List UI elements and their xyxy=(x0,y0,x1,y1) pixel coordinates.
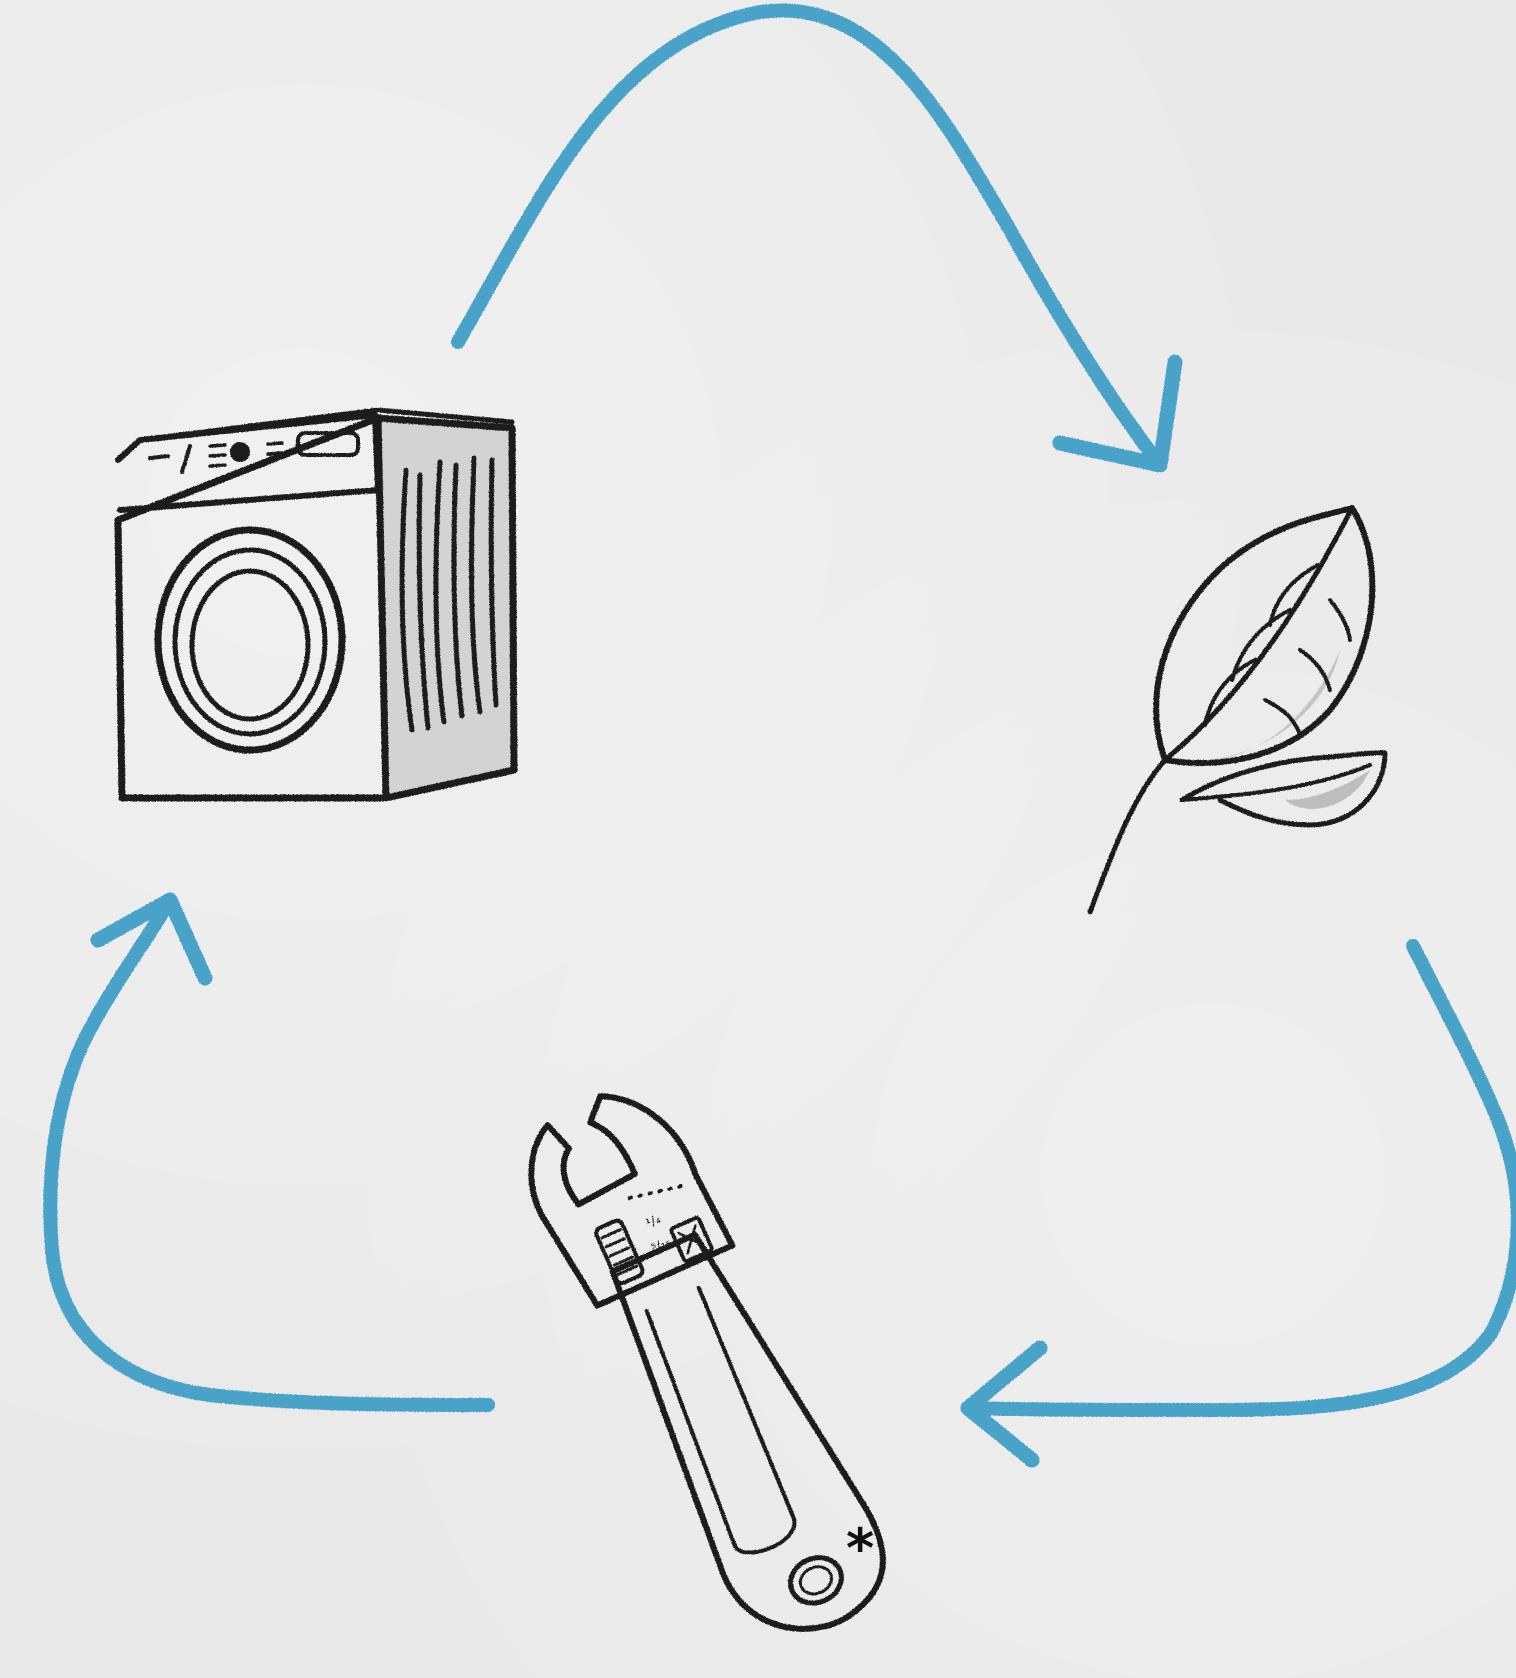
washer-knob xyxy=(230,442,250,462)
washer-panel-dash xyxy=(150,456,168,458)
washer-panel-slash xyxy=(182,446,190,472)
washer-front-face xyxy=(118,418,386,798)
wrench-scale-dots xyxy=(629,1177,681,1207)
wrench-end-hole-inner xyxy=(796,1562,836,1599)
leaf-main-outline xyxy=(1156,508,1372,763)
washer-door-glass xyxy=(192,571,308,719)
wrench-mark-2: ⁵/₁₆ xyxy=(649,1235,673,1257)
washing-machine-icon xyxy=(118,410,514,798)
wrench-handle xyxy=(592,1216,904,1657)
leaf-icon xyxy=(1090,508,1385,912)
arrow-machine-to-leaf xyxy=(458,10,1175,465)
small-leaf-shading xyxy=(1285,770,1370,809)
arrow-wrench-to-machine-shaft xyxy=(50,900,488,1405)
arrow-wrench-to-machine xyxy=(50,900,488,1405)
washer-door-ring xyxy=(175,550,325,734)
washer-control-band xyxy=(118,415,378,510)
wrench-end-hole xyxy=(783,1550,848,1611)
arrow-leaf-to-wrench xyxy=(968,946,1516,1460)
wrench-head xyxy=(507,1072,732,1312)
wrench-icon: ¹/₄ ⁵/₁₆ xyxy=(507,1065,904,1664)
footnote-marker: * xyxy=(846,1522,874,1576)
arrow-machine-to-leaf-shaft xyxy=(458,10,1160,465)
arrow-leaf-to-wrench-shaft xyxy=(968,946,1516,1410)
wrench-handle-channel xyxy=(633,1288,807,1561)
wrench-mark-1: ¹/₄ xyxy=(644,1212,664,1232)
